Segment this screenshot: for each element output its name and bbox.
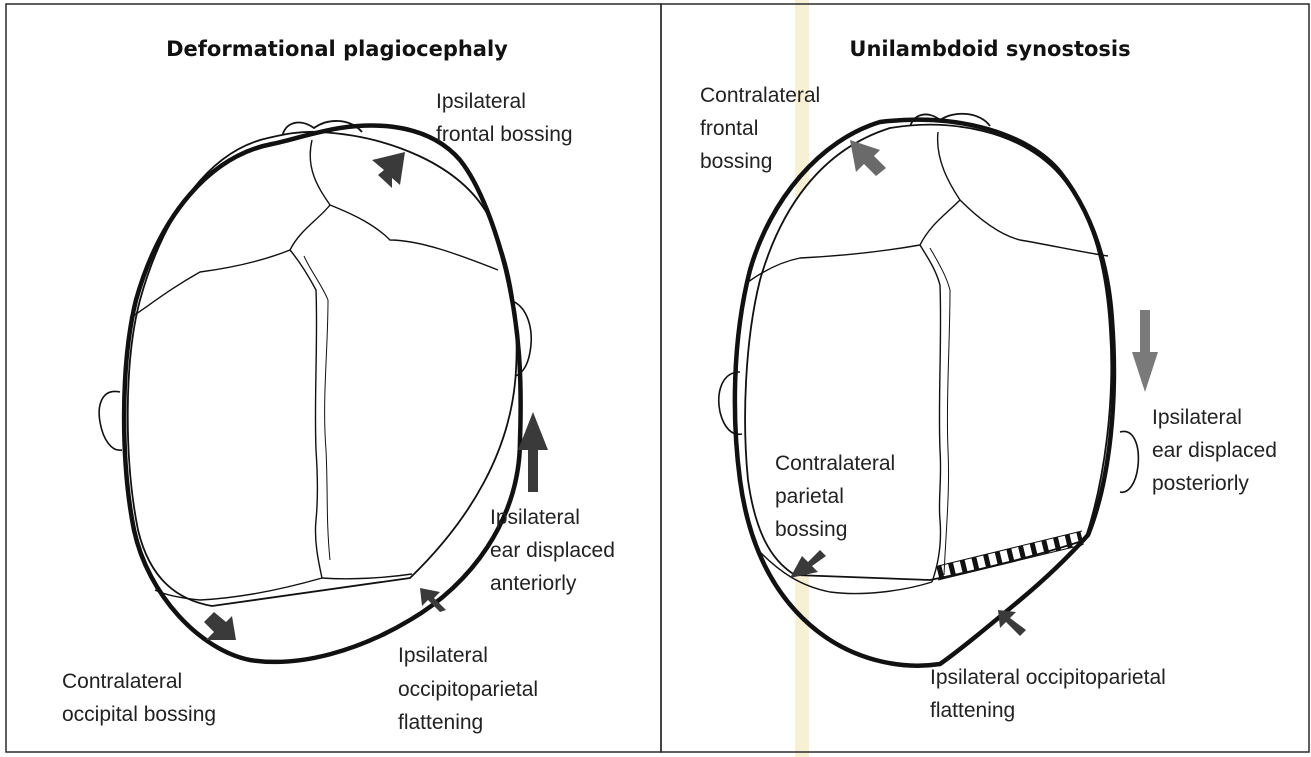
skull-inner-outline <box>745 125 1111 580</box>
left-panel-title: Deformational plagiocephaly <box>166 37 508 61</box>
right-panel-title: Unilambdoid synostosis <box>849 37 1130 61</box>
